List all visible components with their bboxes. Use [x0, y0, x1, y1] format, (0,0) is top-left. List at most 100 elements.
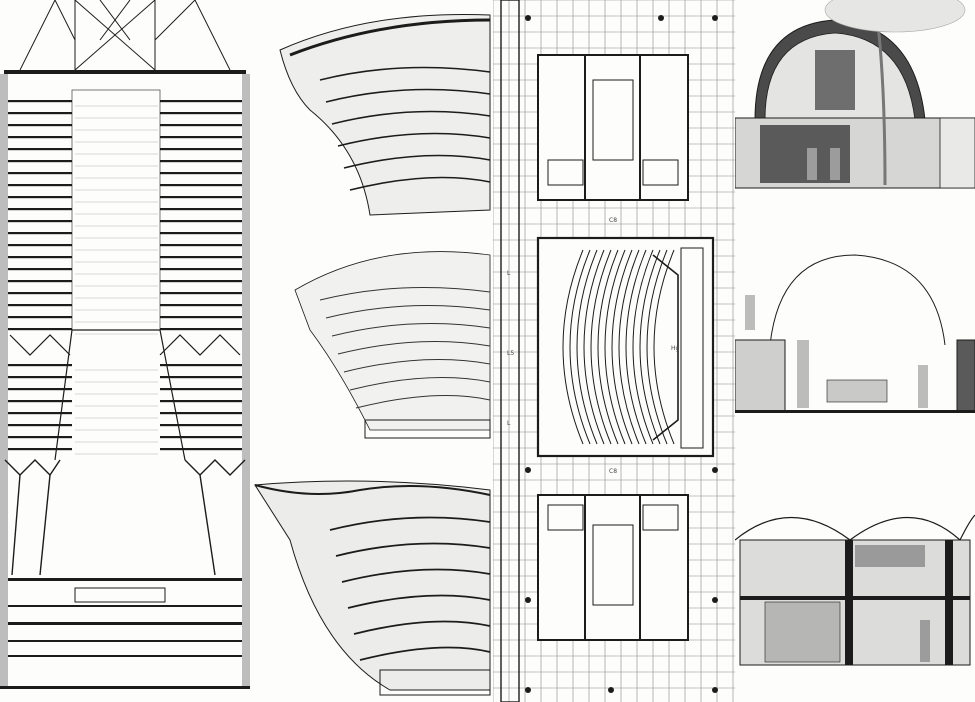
grid-marker	[712, 467, 718, 473]
seat-row	[639, 249, 661, 445]
seat-row	[604, 249, 626, 445]
floor-slab	[160, 124, 242, 127]
upper-hall-label: C8	[609, 217, 617, 224]
grid-marker	[525, 467, 531, 473]
floor-slab	[8, 256, 72, 259]
floor-slab	[160, 172, 242, 175]
floor-slab	[8, 280, 72, 283]
floor-slab	[8, 112, 72, 115]
floor-slab	[8, 124, 72, 127]
grid-marker	[525, 687, 531, 693]
floor-slab	[160, 148, 242, 151]
floor-slab	[8, 364, 72, 367]
theatre-plan-drawing: C8 Hg L L5 L C8	[493, 0, 735, 702]
floor-slab	[8, 376, 72, 379]
floor-slab	[8, 388, 72, 391]
floor-slab	[160, 244, 242, 247]
floor-slab	[160, 424, 242, 427]
stadium-section-upper	[279, 13, 491, 216]
floor-slab	[8, 436, 72, 439]
lower-room-block	[537, 494, 689, 641]
floor-slab	[160, 100, 242, 103]
grid-marker	[712, 687, 718, 693]
seating-tier	[319, 287, 491, 301]
floor-slab	[8, 208, 72, 211]
floor-slab	[160, 316, 242, 319]
floor-slab	[160, 412, 242, 415]
stadium-section-middle	[294, 251, 491, 439]
floor-slab	[8, 160, 72, 163]
seat-row	[632, 249, 654, 445]
floor-slab	[160, 268, 242, 271]
seating-tier	[319, 66, 491, 81]
vault-sections-panel	[735, 0, 975, 702]
right-wall	[242, 74, 250, 689]
grid-marker	[525, 597, 531, 603]
seating-tier	[331, 110, 491, 125]
floor-slab	[8, 196, 72, 199]
floor-slab	[160, 160, 242, 163]
floor-slab	[160, 256, 242, 259]
floor-slab	[160, 328, 242, 331]
podium-box	[74, 587, 166, 603]
seat-row	[590, 249, 612, 445]
vault-section-top	[735, 0, 975, 189]
upper-room-block	[537, 54, 689, 201]
v-column-supports	[4, 459, 246, 576]
floor-slab	[160, 448, 242, 451]
theatre-plan-panel: C8 Hg L L5 L C8	[493, 0, 735, 702]
floor-slab	[160, 304, 242, 307]
figure-silhouette	[797, 340, 809, 408]
seating-tier	[349, 377, 491, 391]
seat-row	[569, 249, 591, 445]
floor-slab	[8, 184, 72, 187]
floor-slab	[160, 388, 242, 391]
floor-slab	[8, 136, 72, 139]
auditorium-block	[536, 236, 715, 458]
floor-slab	[160, 436, 242, 439]
podium-slabs	[0, 578, 250, 689]
figure-silhouette	[918, 365, 928, 408]
floor-slab	[8, 424, 72, 427]
floor-slab	[8, 100, 72, 103]
floor-slab	[8, 244, 72, 247]
seating-tier	[359, 646, 491, 661]
vault-section-bottom	[735, 514, 975, 666]
floor-slab	[8, 328, 72, 331]
mid-transfer-truss	[9, 329, 241, 461]
floor-slab	[8, 172, 72, 175]
central-core	[71, 89, 161, 331]
floor-slab	[8, 220, 72, 223]
seating-tier	[329, 516, 491, 531]
seating-tier	[325, 305, 491, 319]
figure-silhouette	[807, 148, 817, 180]
vault-sections-drawing	[735, 0, 975, 666]
left-wall	[0, 74, 8, 689]
floor-slab	[8, 412, 72, 415]
floor-slab	[160, 196, 242, 199]
grid-marker	[712, 597, 718, 603]
auditorium-label: Hg	[671, 345, 680, 352]
figure-silhouette	[920, 620, 930, 662]
seat-row	[597, 249, 619, 445]
floor-slab	[160, 376, 242, 379]
seating-tier	[343, 359, 491, 373]
stadium-section-lower	[254, 480, 491, 696]
floor-slab	[8, 268, 72, 271]
seat-row	[562, 249, 584, 445]
floor-slab	[160, 220, 242, 223]
seat-row	[576, 249, 598, 445]
seat-row	[653, 249, 675, 445]
floor-slab	[160, 364, 242, 367]
floor-slab	[8, 148, 72, 151]
grid-marker	[658, 15, 664, 21]
vault-section-middle	[735, 254, 975, 413]
seating-tier	[331, 323, 491, 337]
grid-marker	[712, 15, 718, 21]
floor-slab	[160, 400, 242, 403]
seat-row	[618, 249, 640, 445]
seating-tier	[343, 154, 491, 169]
stadium-sections-panel	[250, 0, 493, 702]
seating-tier	[337, 341, 491, 355]
